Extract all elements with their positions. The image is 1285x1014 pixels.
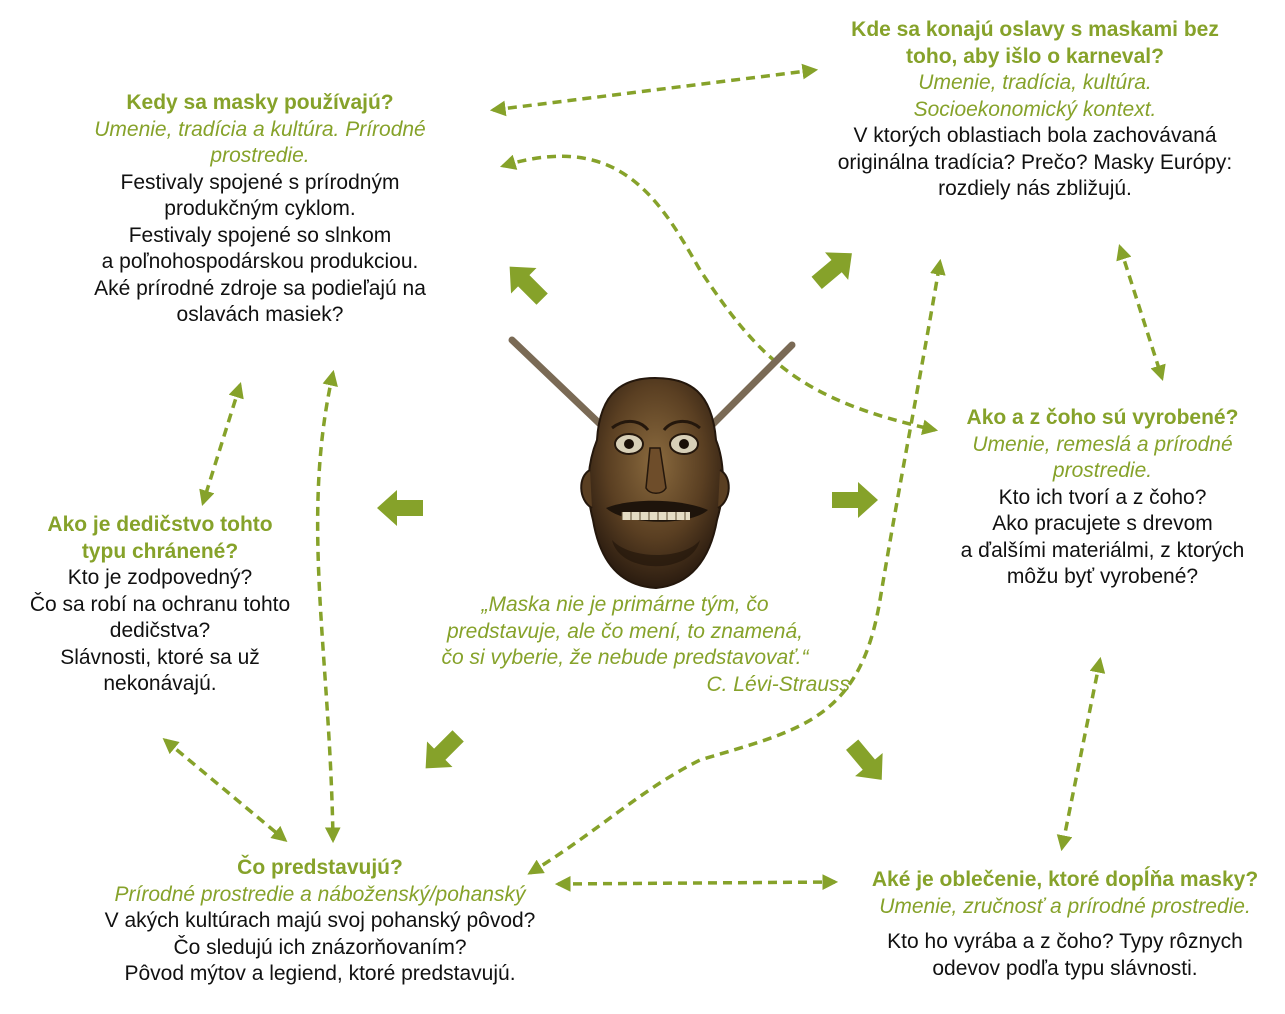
solid-arrows	[377, 252, 883, 780]
node-subtitle-line: Umenie, remeslá a prírodné	[972, 432, 1233, 456]
quote-line: predstavuje, ale čo mení, to znamená,	[446, 619, 804, 643]
node-body-line: Slávnosti, ktoré sa už	[60, 645, 260, 669]
node-title-line: Kde sa konajú oslavy s maskami bez	[851, 18, 1219, 41]
quote-author: C. Lévi-Strauss	[706, 672, 850, 696]
node-title-line: typu chránené?	[81, 539, 239, 563]
node-heritage: Ako je dedičstvo tohto typu chránené? Kt…	[0, 512, 320, 698]
node-body-line: dedičstva?	[109, 619, 211, 642]
dashed-connectors	[162, 63, 1166, 892]
node-title: Ako a z čoho sú vyrobené?	[966, 406, 1239, 429]
node-body-line: produkčným cyklom.	[164, 197, 356, 220]
quote-line: „Maska nie je primárne tým, čo	[481, 593, 769, 616]
node-title-line: toho, aby išlo o karneval?	[906, 44, 1164, 68]
node-body-line: Kto ich tvorí a z čoho?	[998, 485, 1207, 509]
node-subtitle: Umenie, zručnosť a prírodné prostredie.	[879, 894, 1251, 918]
arrow-to-represent	[425, 730, 464, 769]
node-body-line: Aké prírodné zdroje sa podieľajú na	[94, 276, 426, 300]
node-body-line: Čo sa robí na ochranu tohto	[29, 592, 291, 616]
node-subtitle-line: prostredie.	[1052, 459, 1153, 482]
connector-when-where	[489, 63, 819, 117]
node-subtitle-line: Umenie, tradícia a kultúra. Prírodné	[94, 117, 426, 141]
node-where: Kde sa konajú oslavy s maskami bez toho,…	[795, 17, 1275, 203]
arrow-to-clothing	[846, 739, 883, 780]
node-title: Čo predstavujú?	[237, 856, 403, 879]
node-subtitle: Prírodné prostredie a náboženský/pohansk…	[114, 882, 526, 906]
arrow-to-howmade	[832, 482, 878, 518]
node-title-line: Ako je dedičstvo tohto	[47, 513, 273, 536]
node-clothing: Aké je oblečenie, ktoré dopĺňa masky? Um…	[845, 867, 1285, 982]
wooden-mask-icon	[508, 336, 796, 590]
node-body-line: Čo sledujú ich znázorňovaním?	[173, 935, 467, 959]
node-body-line: V ktorých oblastiach bola zachovávaná	[853, 124, 1217, 147]
node-title: Aké je oblečenie, ktoré dopĺňa masky?	[871, 868, 1259, 891]
node-body-line: môžu byť vyrobené?	[1006, 565, 1199, 588]
node-represent: Čo predstavujú? Prírodné prostredie a ná…	[40, 855, 600, 988]
connector-represent-where	[527, 258, 946, 875]
node-body-line: nekonávajú.	[103, 672, 217, 695]
connector-heritage-represent	[162, 737, 288, 843]
quote-line: čo si vyberie, že nebude predstavovať.“	[441, 646, 809, 669]
node-subtitle-line: Socioekonomický kontext.	[913, 97, 1157, 121]
node-body-line: odevov podľa typu slávnosti.	[932, 956, 1198, 980]
node-body-line: V akých kultúrach majú svoj pohanský pôv…	[104, 909, 536, 932]
arrow-to-when	[509, 266, 548, 305]
connector-represent-clothing	[554, 874, 839, 892]
connector-when-heritage	[199, 381, 244, 507]
node-body-line: Kto je zodpovedný?	[67, 566, 253, 589]
node-body-line: Festivaly spojené so slnkom	[128, 223, 392, 247]
node-body-line: a poľnohospodárskou produkciou.	[101, 250, 419, 273]
node-body-line: oslavách masiek?	[176, 303, 344, 326]
central-quote: „Maska nie je primárne tým, čo predstavu…	[400, 592, 850, 698]
node-body-line: originálna tradícia? Prečo? Masky Európy…	[837, 150, 1233, 174]
node-title: Kedy sa masky používajú?	[126, 91, 394, 114]
connector-howmade-clothing	[1056, 656, 1106, 852]
connector-where-howmade	[1116, 244, 1166, 381]
node-body-line: rozdiely nás zbližujú.	[938, 177, 1132, 200]
node-how-made: Ako a z čoho sú vyrobené? Umenie, remesl…	[930, 405, 1275, 591]
node-body-line: a ďalšími materiálmi, z ktorých	[960, 538, 1245, 562]
arrow-to-heritage	[377, 490, 423, 526]
node-when: Kedy sa masky používajú? Umenie, tradíci…	[50, 90, 470, 329]
node-body-line: Pôvod mýtov a legiend, ktoré predstavujú…	[124, 962, 516, 985]
node-subtitle-line: prostredie.	[210, 144, 310, 167]
node-body-line: Ako pracujete s drevom	[992, 512, 1213, 535]
node-body-line: Festivaly spojené s prírodným	[120, 170, 400, 194]
node-body-line: Kto ho vyrába a z čoho? Typy rôznych	[887, 930, 1243, 953]
node-subtitle-line: Umenie, tradícia, kultúra.	[918, 71, 1152, 94]
arrow-to-where	[811, 252, 852, 289]
connector-when-represent	[315, 369, 341, 844]
